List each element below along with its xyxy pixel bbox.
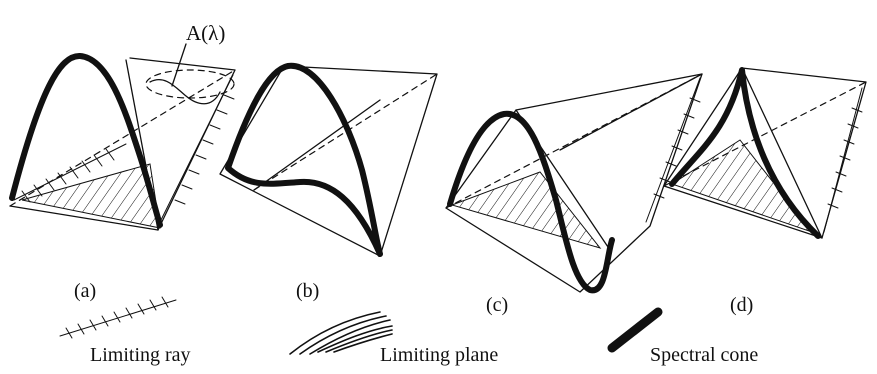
panel-label-b: (b): [296, 280, 320, 302]
panel-b-spectral-cone: [225, 62, 383, 257]
panel-d-limiting-plane: [670, 139, 814, 234]
legend-limiting-ray-label: Limiting ray: [90, 344, 191, 366]
panel-d-spectral-cone: [669, 67, 821, 239]
panel-label-a: (a): [74, 280, 97, 302]
legend-limiting-plane-symbol: [289, 311, 393, 355]
panel-label-d: (d): [730, 294, 754, 316]
panel-a-diagram: [9, 43, 236, 231]
panel-a-limiting-plane: [21, 163, 161, 229]
panel-c-spectral-cone: [447, 110, 615, 294]
legend-spectral-cone-symbol: [607, 307, 663, 353]
legend-limiting-ray-symbol: [59, 296, 177, 339]
panel-a-limiting-ray: [13, 143, 127, 203]
legend-spectral-cone-label: Spectral cone: [650, 344, 759, 366]
panel-a-spectral-cone: [9, 53, 163, 228]
panel-c-limiting-plane: [450, 171, 602, 249]
annotation-a-lambda: A(λ): [186, 21, 225, 45]
legend-limiting-plane-label: Limiting plane: [380, 344, 499, 366]
panel-d-diagram: [663, 67, 867, 239]
panel-label-c: (c): [486, 294, 509, 316]
panel-c-diagram: [445, 73, 703, 294]
panel-b-diagram: [219, 62, 438, 257]
